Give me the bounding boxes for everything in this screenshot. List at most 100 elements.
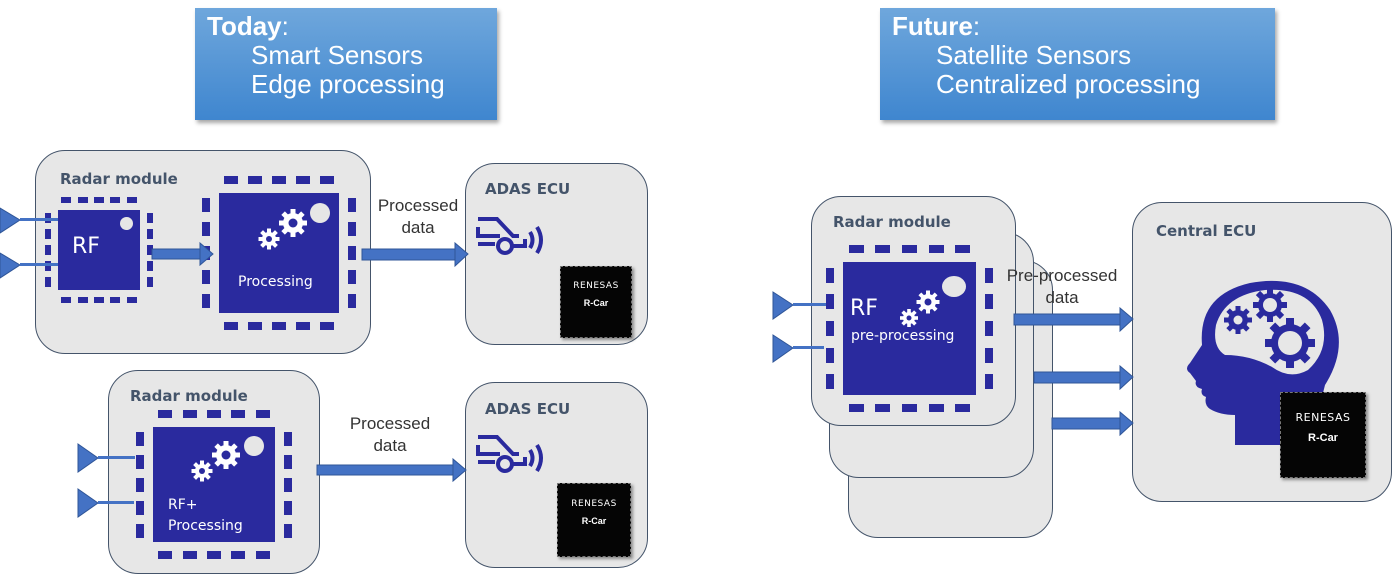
antenna-icon [772,334,824,363]
today-line-2: Edge processing [251,69,445,99]
chip-pin [955,245,971,253]
chip-pin [182,551,197,559]
chip-pin [207,551,221,559]
chip-pin [136,477,144,492]
chip-pin [158,410,173,418]
arrow-preprocessed-data-1 [1013,306,1134,333]
rf-preprocessing-chip-label-1: RF [850,296,878,321]
chip-pin [45,229,51,239]
chip-pin [320,322,334,330]
chip-pin [826,294,834,310]
radar-module-title-future: Radar module [833,213,951,231]
chip-pin [348,270,356,284]
radar-module-title-2: Radar module [130,387,248,405]
chip-pin [182,410,197,418]
today-line-1: Smart Sensors [251,40,423,70]
gears-icon [890,282,950,334]
chip-pin [126,297,137,303]
arrow-preprocessed-data-3 [1051,410,1134,437]
chip-pin [296,176,310,184]
chip-pin [284,523,292,538]
chip-pin [248,322,262,330]
renesas-rcar-chip: RENESAS R-Car [1280,392,1366,478]
chip-pin [296,322,310,330]
chip-pin [272,322,286,330]
chip-pin [77,297,88,303]
chip-pin [255,410,270,418]
processing-chip-label: Processing [238,274,313,290]
arrow-processed-data-1 [361,241,469,268]
chip-pin [45,245,51,255]
chip-pin [826,374,834,390]
chip-pin [284,477,292,492]
chip-pin [136,523,144,538]
chip-pin [202,270,210,284]
chip-pin [158,551,173,559]
future-line-1: Satellite Sensors [936,40,1132,70]
future-banner: Future: Satellite Sensors Centralized pr… [880,8,1275,120]
chip-pin [902,404,917,412]
chip-pin [255,551,270,559]
chip-pin [136,500,144,515]
antenna-icon [0,207,58,234]
chip-pin [985,267,993,283]
chip-pin [147,229,153,239]
chip-pin [136,431,144,446]
chip-pin [826,347,834,363]
today-banner: Today: Smart Sensors Edge processing [195,8,497,120]
chip-pin [207,410,221,418]
antenna-icon [77,443,135,473]
chip-pin [928,404,944,412]
chip-pin [272,176,286,184]
rf-preprocessing-chip-label-2: pre-processing [851,328,955,344]
car-radar-icon [475,430,555,480]
chip-pin [61,197,72,203]
chip-pin [94,297,104,303]
future-heading: Future: [892,11,981,41]
chip-pin [110,297,121,303]
chip-pin [224,176,238,184]
chip-pin [136,454,144,469]
chip-pin [147,245,153,255]
chip-pin [284,431,292,446]
today-heading: Today: [207,11,289,41]
chip-pin [985,294,993,310]
antenna-icon [77,488,134,518]
chip-pin [147,213,153,223]
chip-pin [202,198,210,212]
chip-pin [875,245,891,253]
chip-pin [928,245,944,253]
chip-pin [110,197,121,203]
car-radar-icon [475,212,555,262]
arrow-preprocessed-data-2 [1033,364,1134,391]
chip-indicator-dot [120,217,133,230]
gears-icon [252,203,312,255]
chip-pin [826,321,834,336]
arrow-processed-data-2 [316,457,467,483]
chip-pin [147,261,153,271]
chip-pin [147,277,153,287]
chip-pin [848,404,864,412]
chip-pin [202,294,210,308]
chip-pin [61,297,72,303]
chip-pin [848,245,864,253]
central-ecu-title: Central ECU [1156,222,1257,240]
antenna-icon [0,252,58,279]
chip-pin [348,222,356,236]
renesas-rcar-chip: RENESAS R-Car [557,483,631,557]
chip-pin [45,277,51,287]
chip-indicator-dot [942,276,966,297]
chip-pin [202,222,210,236]
chip-pin [284,500,292,515]
radar-module-title-1: Radar module [60,170,178,188]
chip-pin [94,197,104,203]
chip-pin [985,321,993,336]
chip-indicator-dot [310,203,330,223]
chip-indicator-dot [244,436,264,456]
chip-pin [955,404,971,412]
chip-pin [231,410,246,418]
chip-pin [248,176,262,184]
